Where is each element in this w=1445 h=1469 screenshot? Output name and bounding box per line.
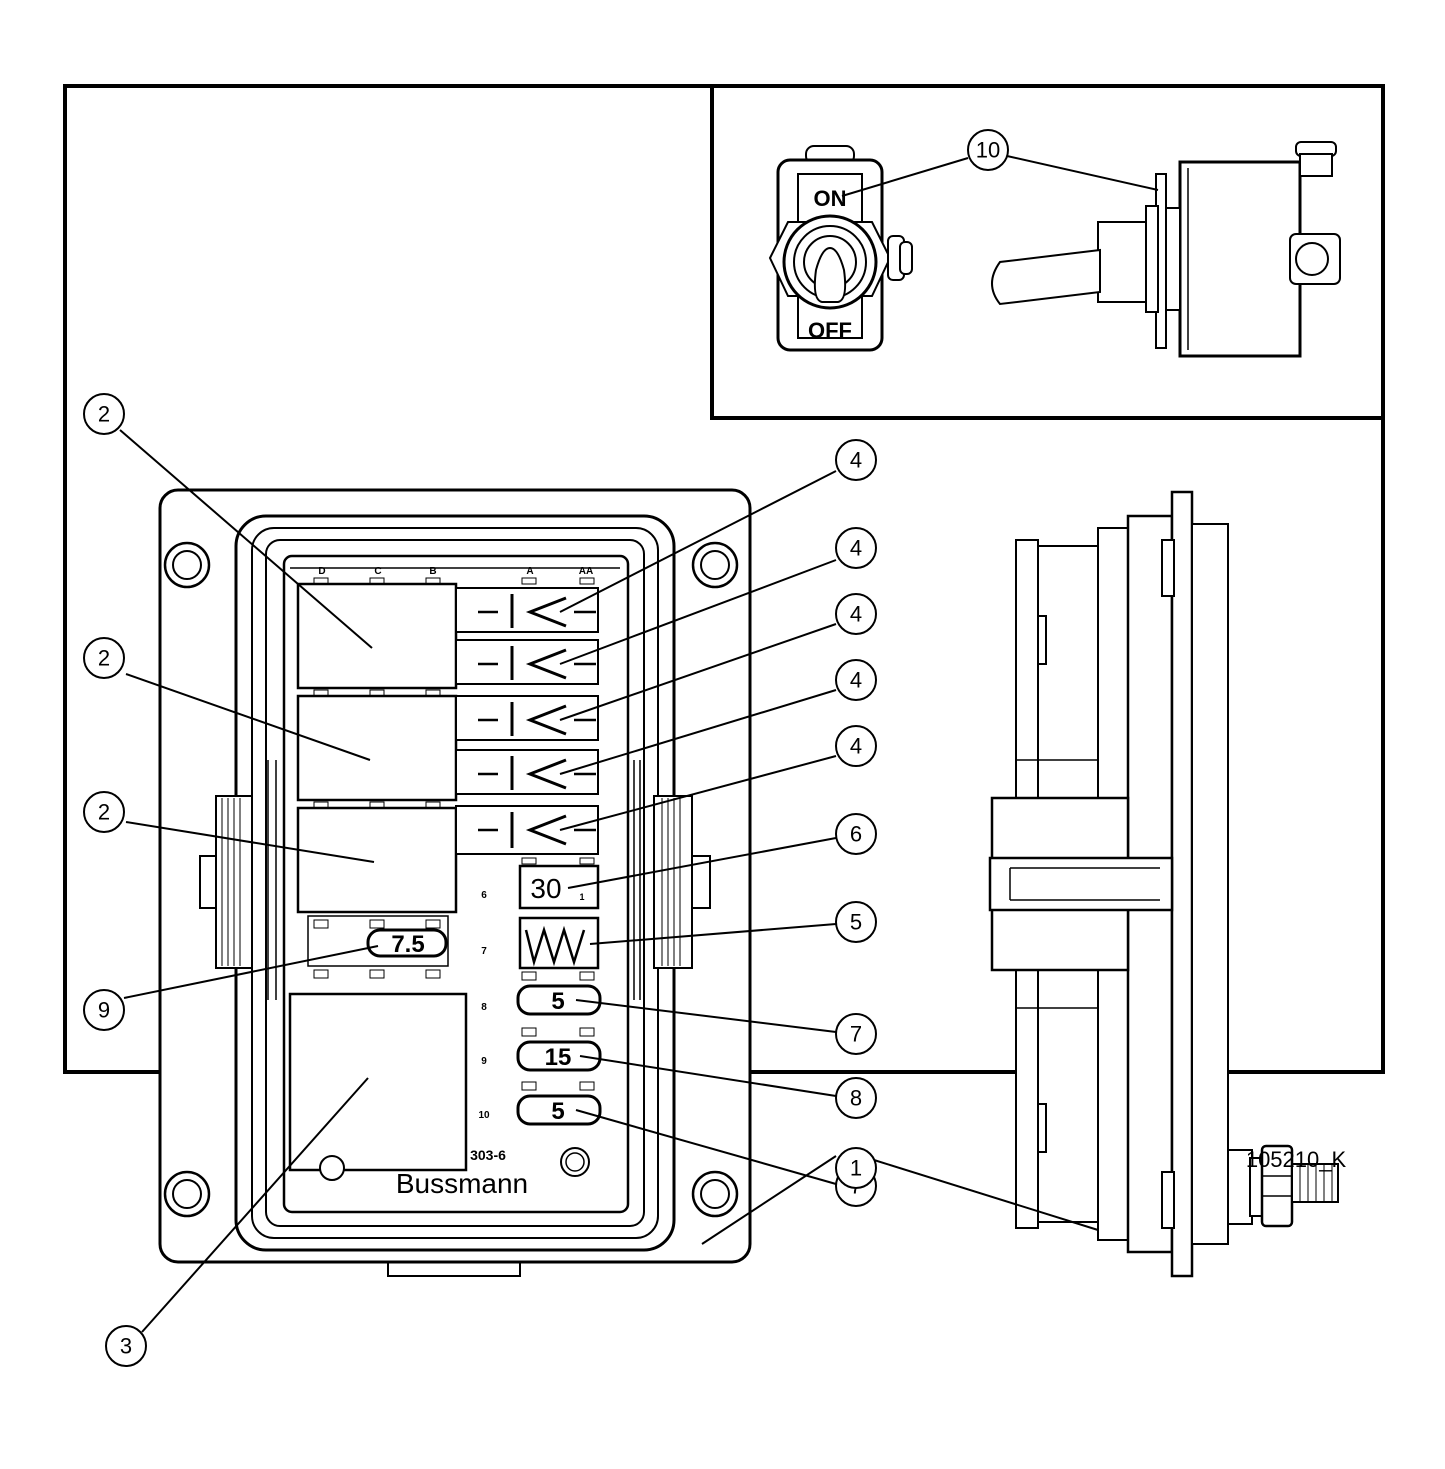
- column-label-c: C: [374, 566, 381, 577]
- svg-text:3: 3: [120, 1334, 132, 1359]
- fuse-5-upper: [516, 984, 602, 1016]
- callout-4-b: 4: [835, 527, 877, 569]
- row-number-7: 7: [481, 946, 487, 957]
- row-number-8: 8: [481, 1002, 487, 1013]
- figure-id: 105210_K: [1246, 1147, 1347, 1172]
- fuse-5-upper-value: 5: [551, 988, 564, 1015]
- callout-8: 8: [835, 1077, 877, 1119]
- svg-text:4: 4: [850, 668, 862, 693]
- callout-2-middle: 2: [83, 637, 125, 679]
- svg-text:4: 4: [850, 536, 862, 561]
- diode-module-2: [455, 639, 599, 685]
- relay-2: [296, 694, 458, 802]
- diode-module-1: [455, 587, 599, 633]
- callout-7-upper: 7: [835, 1013, 877, 1055]
- column-label-a: A: [526, 566, 533, 577]
- fuse-7-5: [366, 928, 448, 958]
- breaker-rating: 30: [530, 873, 561, 904]
- on-label: ON: [814, 186, 847, 211]
- callout-2-top: 2: [83, 393, 125, 435]
- row-number-1: 1: [579, 892, 584, 902]
- large-relay: [288, 992, 468, 1172]
- svg-text:4: 4: [850, 448, 862, 473]
- callout-1: 1: [835, 1147, 877, 1189]
- callout-3: 3: [105, 1325, 147, 1367]
- svg-text:4: 4: [850, 734, 862, 759]
- callout-9: 9: [83, 989, 125, 1031]
- svg-text:2: 2: [98, 646, 110, 671]
- svg-text:8: 8: [850, 1086, 862, 1111]
- relay-1: [296, 582, 458, 690]
- callout-6: 6: [835, 813, 877, 855]
- fuse-block-side: [988, 490, 1339, 1278]
- callout-4-e: 4: [835, 725, 877, 767]
- callout-1-label: 1: [850, 1156, 862, 1181]
- toggle-switch-side: [991, 141, 1341, 358]
- model-number: 303-6: [470, 1147, 506, 1163]
- row-number-6: 6: [481, 890, 487, 901]
- circuit-breaker: [518, 864, 600, 910]
- leader-lines: [119, 155, 1159, 1333]
- callout-5: 5: [835, 901, 877, 943]
- svg-text:10: 10: [976, 138, 1000, 163]
- callout-10: 10: [967, 129, 1009, 171]
- off-label: OFF: [808, 318, 852, 343]
- callout-4-c: 4: [835, 593, 877, 635]
- column-label-d: D: [318, 566, 325, 577]
- slot-tabs: [313, 577, 595, 1091]
- callout-2-bottom: 2: [83, 791, 125, 833]
- relay-3: [296, 806, 458, 914]
- diode-module-5: [455, 805, 599, 855]
- svg-text:6: 6: [850, 822, 862, 847]
- fuse-15: [516, 1040, 602, 1072]
- svg-text:9: 9: [98, 998, 110, 1023]
- svg-text:5: 5: [850, 910, 862, 935]
- row-number-10: 10: [478, 1110, 490, 1121]
- toggle-switch-front: ON OFF: [768, 145, 913, 352]
- svg-text:2: 2: [98, 402, 110, 427]
- diode-module-4: [455, 749, 599, 795]
- svg-text:7: 7: [850, 1022, 862, 1047]
- brand-logo: Bussmann: [396, 1168, 528, 1199]
- fuse-7-5-value: 7.5: [391, 931, 424, 958]
- callout-4-a: 4: [835, 439, 877, 481]
- fuse-5-lower-value: 5: [551, 1098, 564, 1125]
- svg-text:2: 2: [98, 800, 110, 825]
- diode-module-3: [455, 695, 599, 741]
- switch-inset-box: [710, 84, 1385, 420]
- fuse-5-lower: [516, 1094, 602, 1126]
- callout-4-d: 4: [835, 659, 877, 701]
- row-number-9: 9: [481, 1056, 487, 1067]
- fuse-15-value: 15: [545, 1044, 572, 1071]
- column-label-b: B: [429, 566, 436, 577]
- fuse-block-front: D C B A AA: [158, 488, 752, 1277]
- svg-text:4: 4: [850, 602, 862, 627]
- column-label-aa: AA: [579, 566, 593, 577]
